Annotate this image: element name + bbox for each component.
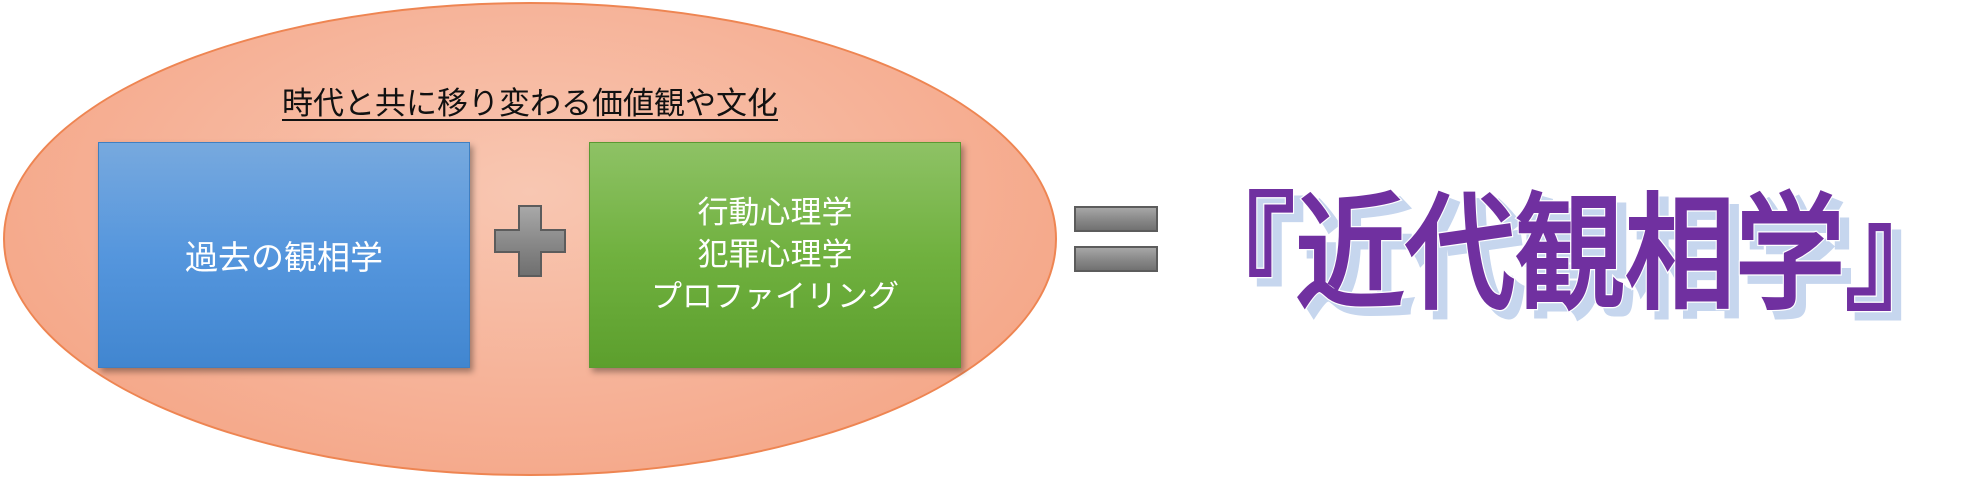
result-title-shadow: 『近代観相学』 <box>1194 189 1964 336</box>
psychology-line-profiling: プロファイリング <box>651 279 899 315</box>
result-title: 『近代観相学』 <box>1185 181 1955 328</box>
psychology-line-behavioral: 行動心理学 <box>697 195 853 231</box>
past-physiognomy-label: 過去の観相学 <box>185 238 383 277</box>
context-caption: 時代と共に移り変わる価値観や文化 <box>282 86 778 122</box>
equals-icon <box>1074 206 1158 272</box>
result-title-graphic: 『近代観相学』 『近代観相学』 <box>1184 180 1966 338</box>
psychology-box: 行動心理学 犯罪心理学 プロファイリング <box>589 142 961 368</box>
past-physiognomy-box: 過去の観相学 <box>98 142 470 368</box>
psychology-line-criminal: 犯罪心理学 <box>697 237 853 273</box>
plus-icon <box>494 205 566 277</box>
